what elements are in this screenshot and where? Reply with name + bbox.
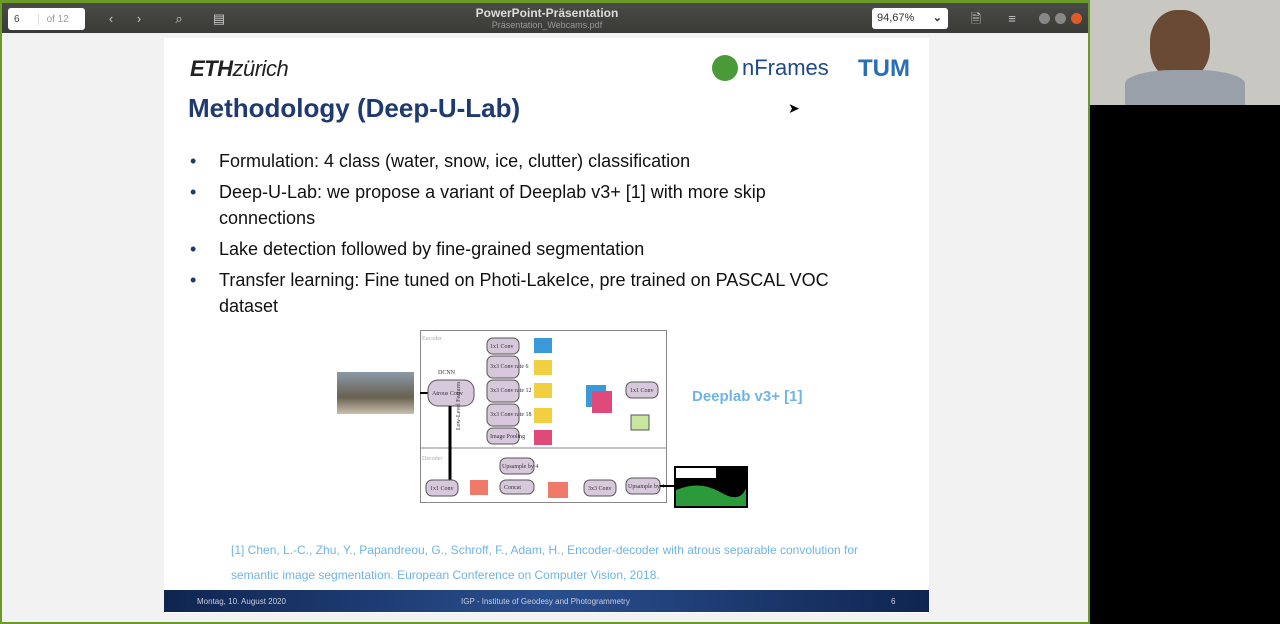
previous-page-icon[interactable]: ‹: [108, 11, 114, 26]
current-page[interactable]: 6: [14, 13, 20, 25]
aspp-branches: 1x1 Conv 3x3 Conv rate 6 3x3 Conv rate 1…: [486, 337, 552, 445]
footer-page: 6: [891, 597, 896, 606]
nframes-logo-icon: [712, 55, 738, 81]
svg-text:Encoder: Encoder: [422, 336, 442, 342]
close-button[interactable]: [1071, 13, 1082, 24]
menu-icon[interactable]: ≡: [1008, 11, 1016, 26]
annotations-icon[interactable]: ▤: [212, 11, 226, 26]
zoom-select[interactable]: 94,67% ⌄: [872, 8, 948, 29]
maximize-button[interactable]: [1055, 13, 1066, 24]
svg-text:3x3 Conv rate 6: 3x3 Conv rate 6: [490, 364, 529, 370]
tum-logo: TUM: [858, 55, 910, 82]
svg-text:Concat: Concat: [504, 485, 521, 491]
footer-date: Montag, 10. August 2020: [197, 597, 286, 606]
svg-text:Decoder: Decoder: [422, 456, 442, 462]
bullet-item: Deep-U-Lab: we propose a variant of Deep…: [190, 179, 830, 231]
diagram-caption: Deeplab v3+ [1]: [692, 388, 803, 405]
svg-text:1x1 Conv: 1x1 Conv: [490, 344, 514, 350]
svg-text:Low-Level Features: Low-Level Features: [456, 381, 462, 430]
svg-text:Image Pooling: Image Pooling: [490, 434, 525, 440]
svg-text:1x1 Conv: 1x1 Conv: [430, 486, 454, 492]
bullet-item: Lake detection followed by fine-grained …: [190, 236, 830, 262]
svg-text:Upsample by 4: Upsample by 4: [502, 464, 538, 470]
search-icon[interactable]: ⌕: [175, 11, 183, 26]
footer-institute: IGP - Institute of Geodesy and Photogram…: [461, 597, 630, 606]
svg-text:Upsample by 4: Upsample by 4: [628, 484, 664, 490]
svg-text:Atrous Conv: Atrous Conv: [432, 391, 463, 397]
title-bar: 6 of 12 ‹ › ⌕ ▤ PowerPoint-Präsentation P…: [2, 3, 1088, 33]
svg-text:DCNN: DCNN: [438, 370, 456, 376]
minimize-button[interactable]: [1039, 13, 1050, 24]
page-total: of 12: [37, 13, 69, 25]
svg-text:3x3 Conv rate 18: 3x3 Conv rate 18: [490, 412, 532, 418]
svg-text:1x1 Conv: 1x1 Conv: [630, 388, 654, 394]
bullet-list: Formulation: 4 class (water, snow, ice, …: [190, 148, 830, 324]
zoom-value: 94,67%: [877, 12, 915, 24]
mouse-cursor-icon: ➤: [788, 100, 800, 116]
pdf-viewer-window: 6 of 12 ‹ › ⌕ ▤ PowerPoint-Präsentation P…: [0, 0, 1090, 624]
svg-text:3x3 Conv: 3x3 Conv: [588, 486, 612, 492]
chevron-down-icon: ⌄: [932, 12, 942, 24]
page-number-input[interactable]: 6 of 12: [8, 8, 85, 30]
eth-logo: ETHzürich: [190, 56, 289, 81]
bullet-item: Transfer learning: Fine tuned on Photi-L…: [190, 267, 830, 319]
webcam-person: [1150, 10, 1210, 80]
bullet-item: Formulation: 4 class (water, snow, ice, …: [190, 148, 830, 174]
slide-footer: Montag, 10. August 2020 IGP - Institute …: [164, 590, 929, 612]
nframes-logo: nFrames: [712, 55, 829, 81]
next-page-icon[interactable]: ›: [136, 11, 142, 26]
reference: [1] Chen, L.-C., Zhu, Y., Papandreou, G.…: [231, 543, 859, 582]
window-title: PowerPoint-Präsentation: [475, 6, 619, 20]
document-icon[interactable]: 🗎: [970, 11, 982, 26]
deeplab-diagram: Encoder Decoder DCNN Atrous Conv Low-Lev…: [420, 330, 748, 508]
lake-image: [337, 372, 414, 414]
slide-heading: Methodology (Deep-U-Lab): [188, 93, 521, 123]
window-subtitle: Präsentation_Webcams.pdf: [491, 20, 603, 30]
webcam-feed: [1090, 0, 1280, 105]
svg-text:3x3 Conv rate 12: 3x3 Conv rate 12: [490, 388, 532, 394]
webcam-person-body: [1125, 70, 1245, 105]
slide: ETHzürich nFrames TUM Methodology (Deep-…: [164, 38, 929, 613]
